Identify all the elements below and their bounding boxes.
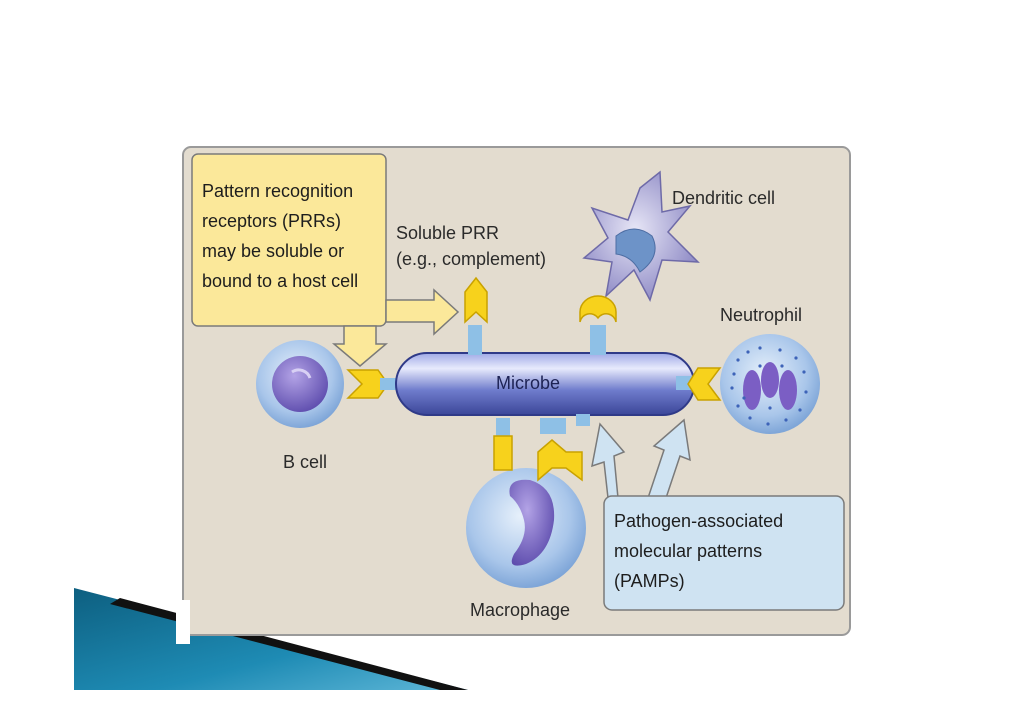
soluble-prr-label: Soluble PRR (e.g., complement) bbox=[396, 220, 546, 272]
neutrophil-label: Neutrophil bbox=[720, 305, 803, 325]
dendritic-cell-label: Dendritic cell bbox=[672, 188, 776, 208]
pamp-callout-box bbox=[591, 418, 845, 611]
prr-callout-box bbox=[191, 153, 460, 367]
soluble-prr-label-line1: Soluble PRR bbox=[396, 223, 500, 243]
macrophage-receptors bbox=[493, 418, 583, 482]
dendritic-cell bbox=[582, 170, 700, 302]
neutrophil-receptor bbox=[676, 367, 722, 401]
b-cell bbox=[256, 340, 344, 428]
prr-callout-line: may be soluble or bbox=[202, 241, 345, 261]
dendritic-cell-receptor bbox=[579, 295, 617, 355]
soluble-prr-label-line2: (e.g., complement) bbox=[396, 249, 547, 269]
pamp-callout-line: molecular patterns bbox=[614, 541, 763, 561]
pamp-callout-line: Pathogen-associated bbox=[614, 511, 784, 531]
pamp-callout-line: (PAMPs) bbox=[614, 571, 685, 591]
prr-callout-line: bound to a host cell bbox=[202, 271, 359, 291]
prr-callout-line: Pattern recognition bbox=[202, 181, 354, 201]
pamp-callout-text: Pathogen-associated molecular patterns (… bbox=[614, 506, 783, 596]
neutrophil bbox=[720, 334, 820, 434]
soluble-prr-receptor bbox=[464, 276, 488, 355]
prr-callout-text: Pattern recognition receptors (PRRs) may… bbox=[202, 176, 358, 296]
macrophage-label: Macrophage bbox=[470, 600, 571, 620]
b-cell-receptor bbox=[346, 369, 398, 399]
microbe-label: Microbe bbox=[496, 373, 561, 393]
prr-callout-line: receptors (PRRs) bbox=[202, 211, 342, 231]
b-cell-label: B cell bbox=[283, 452, 328, 472]
macrophage bbox=[466, 468, 586, 588]
